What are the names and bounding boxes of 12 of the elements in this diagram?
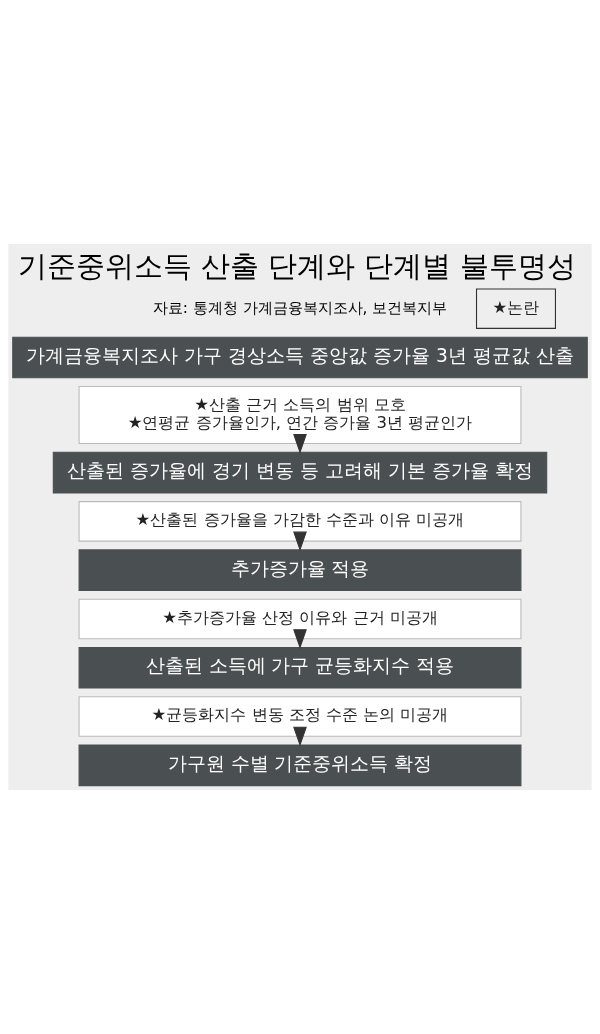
diagram-title: 기준중위소득 산출 단계와 단계별 불투명성 [18,249,577,283]
node-box: 추가증가율 적용 [78,549,522,591]
arrow [293,726,307,747]
label: 자료: 통계청 가계금융복지조사, 보건복지부 [152,298,448,317]
node-box: 가계금융복지조사 가구 경상소득 중앙값 증가율 3년 평균값 산출 [12,336,588,379]
node-box: 산출된 증가율에 경기 변동 등 고려해 기본 증가율 확정 [52,451,548,494]
arrow [293,531,307,552]
legend-label: ★논란 [492,297,540,317]
node-box: 산출된 소득에 가구 균등화지수 적용 [78,646,522,689]
arrow [293,629,307,649]
node-box: 가구원 수별 기준중위소득 확정 [78,744,522,787]
arrow [293,434,307,454]
